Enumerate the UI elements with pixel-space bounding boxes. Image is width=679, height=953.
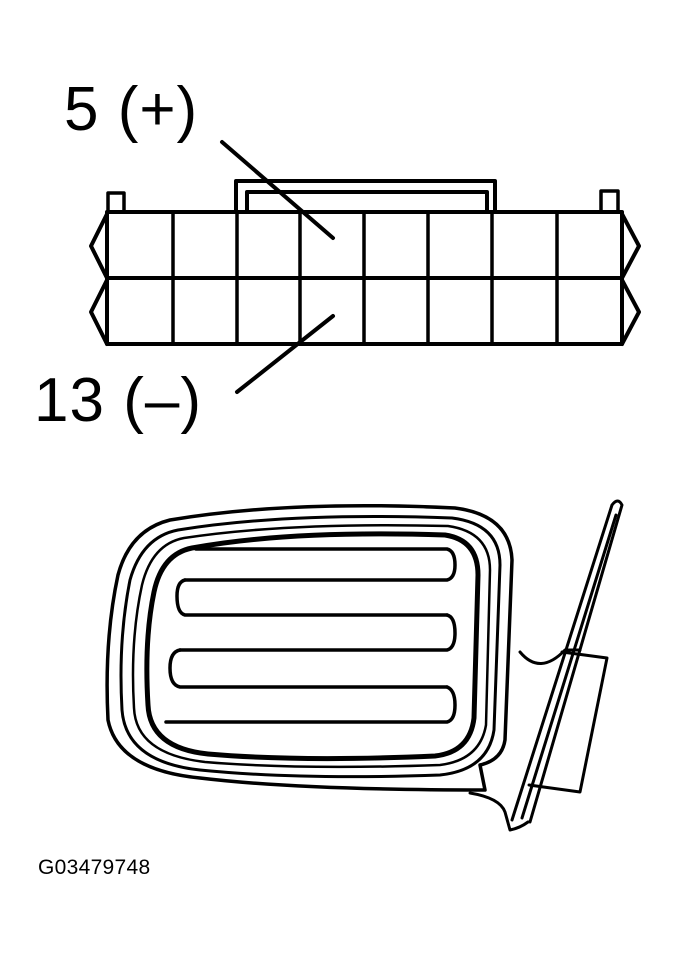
mirror-mount-arm	[468, 499, 624, 832]
connector-cell-grid	[171, 210, 559, 346]
pin-13-negative-label: 13 (–)	[34, 366, 202, 435]
figure-id-label: G03479748	[38, 856, 151, 879]
connector-latch-left	[89, 212, 109, 346]
leader-line-pin13	[235, 314, 335, 394]
connector-clip-left	[106, 191, 126, 214]
mirror-heater-ribs	[164, 547, 457, 724]
mirror-glass	[144, 531, 481, 762]
mirror-glass-bezel	[131, 523, 492, 769]
leader-line-pin5	[220, 140, 335, 240]
connector-latch-right	[620, 212, 641, 346]
mirror-housing-outer	[105, 503, 514, 792]
pin-5-positive-label: 5 (+)	[64, 75, 199, 144]
mirror-housing-rim	[119, 515, 502, 779]
mirror-drawing	[105, 499, 624, 832]
connector-lock-tab	[234, 179, 497, 214]
connector-clip-right	[599, 189, 620, 214]
connector-drawing	[89, 140, 641, 394]
